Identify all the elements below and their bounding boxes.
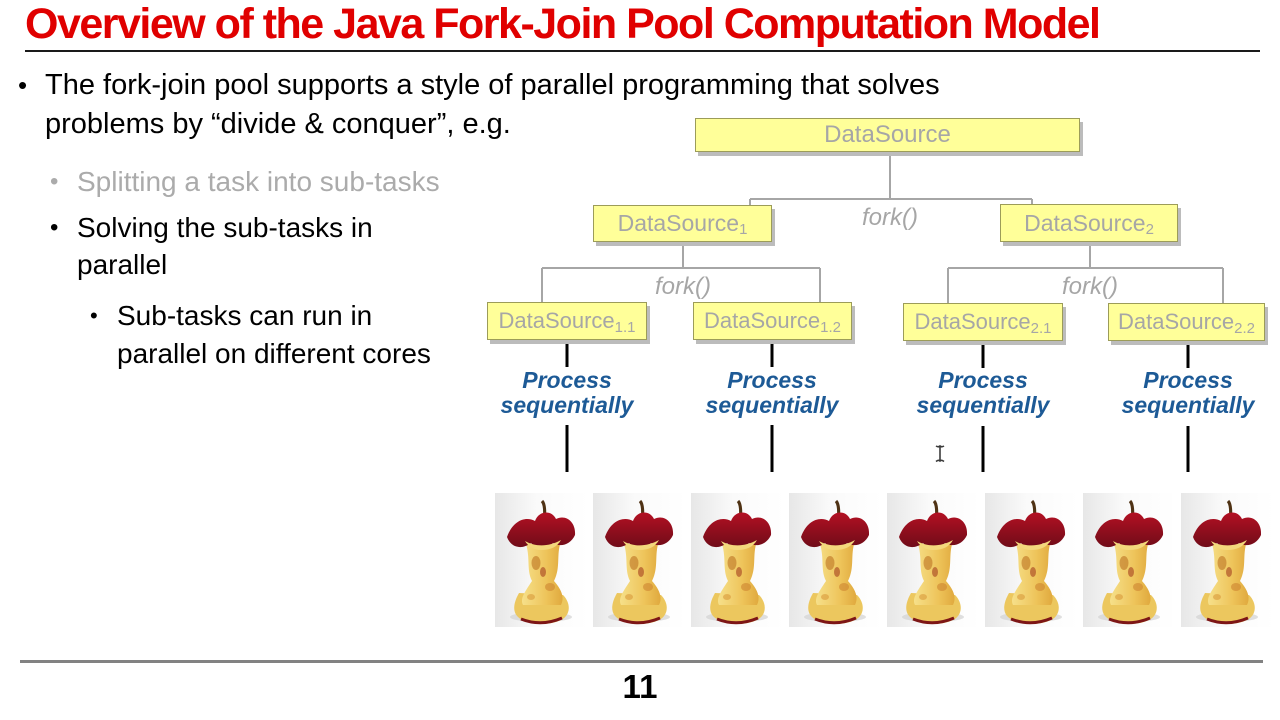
apple-core-image	[691, 493, 784, 627]
node-datasource-root: DataSource	[695, 118, 1080, 152]
node-subscript: 2.2	[1234, 320, 1256, 337]
apple-core-image	[495, 493, 588, 627]
process-sequentially-label: Process sequentially	[908, 368, 1058, 418]
process-label-line: sequentially	[705, 392, 839, 418]
bullet-marker: •	[50, 214, 59, 241]
node-label: DataSource	[914, 309, 1031, 334]
process-label-line: sequentially	[916, 392, 1050, 418]
node-subscript: 2.1	[1030, 320, 1052, 337]
bullet-line: Splitting a task into sub-tasks	[77, 166, 440, 197]
node-label: DataSource	[1024, 209, 1146, 236]
bullet-line: Solving the sub-tasks in	[77, 212, 373, 243]
node-label: DataSource	[617, 210, 740, 236]
node-subscript: 1	[739, 221, 748, 238]
bullet-text: Splitting a task into sub-tasks	[77, 163, 440, 200]
node-label: DataSource	[824, 121, 951, 148]
fork-call-label: fork()	[862, 204, 918, 231]
process-label-line: sequentially	[500, 392, 634, 418]
apple-core-image	[985, 493, 1078, 627]
bullet-text: The fork-join pool supports a style of p…	[45, 66, 940, 144]
tree-connector-lines	[541, 152, 1224, 472]
node-subscript: 1.1	[614, 319, 636, 336]
bullet-line: Sub-tasks can run in	[117, 300, 373, 331]
page-title: Overview of the Java Fork-Join Pool Comp…	[25, 0, 1101, 48]
node-subscript: 1.2	[820, 319, 842, 336]
bullet-subtasks-cores: • Sub-tasks can run in parallel on diffe…	[90, 297, 431, 373]
page-number: 11	[622, 668, 658, 705]
bullet-marker: •	[90, 303, 98, 328]
process-sequentially-label: Process sequentially	[1113, 368, 1263, 418]
apple-core-photo-strip	[495, 493, 1279, 627]
process-sequentially-label: Process sequentially	[492, 368, 642, 418]
bullet-text: Sub-tasks can run in parallel on differe…	[117, 297, 431, 373]
bullet-line: parallel	[77, 249, 168, 280]
process-label-line: Process	[1143, 367, 1233, 393]
apple-core-image	[593, 493, 686, 627]
process-label-line: Process	[727, 367, 817, 393]
bullet-line: problems by “divide & conquer”, e.g.	[45, 108, 511, 140]
bullet-line: parallel on different cores	[117, 338, 431, 369]
fork-call-label: fork()	[655, 273, 711, 300]
node-subscript: 2	[1145, 221, 1154, 238]
node-label: DataSource	[703, 308, 821, 333]
footer-divider-line	[20, 660, 1263, 663]
apple-core-image	[789, 493, 882, 627]
bullet-line: The fork-join pool supports a style of p…	[45, 69, 940, 101]
node-label: DataSource	[1117, 309, 1235, 334]
title-underline	[25, 50, 1260, 52]
text-cursor-ibeam-icon	[935, 444, 945, 463]
process-sequentially-label: Process sequentially	[697, 368, 847, 418]
bullet-splitting-task: • Splitting a task into sub-tasks	[50, 163, 440, 200]
bullet-solving-subtasks: • Solving the sub-tasks in parallel	[50, 209, 373, 283]
bullet-fork-join-pool: • The fork-join pool supports a style of…	[18, 66, 940, 144]
node-label: DataSource	[498, 308, 615, 333]
fork-call-label: fork()	[1062, 273, 1118, 300]
process-label-line: sequentially	[1121, 392, 1255, 418]
process-label-line: Process	[938, 367, 1028, 393]
apple-core-image	[1181, 493, 1274, 627]
bullet-text: Solving the sub-tasks in parallel	[77, 209, 373, 283]
bullet-marker: •	[50, 168, 59, 195]
bullet-marker: •	[18, 70, 28, 100]
apple-core-image	[1083, 493, 1176, 627]
apple-core-image	[887, 493, 980, 627]
process-label-line: Process	[522, 367, 612, 393]
